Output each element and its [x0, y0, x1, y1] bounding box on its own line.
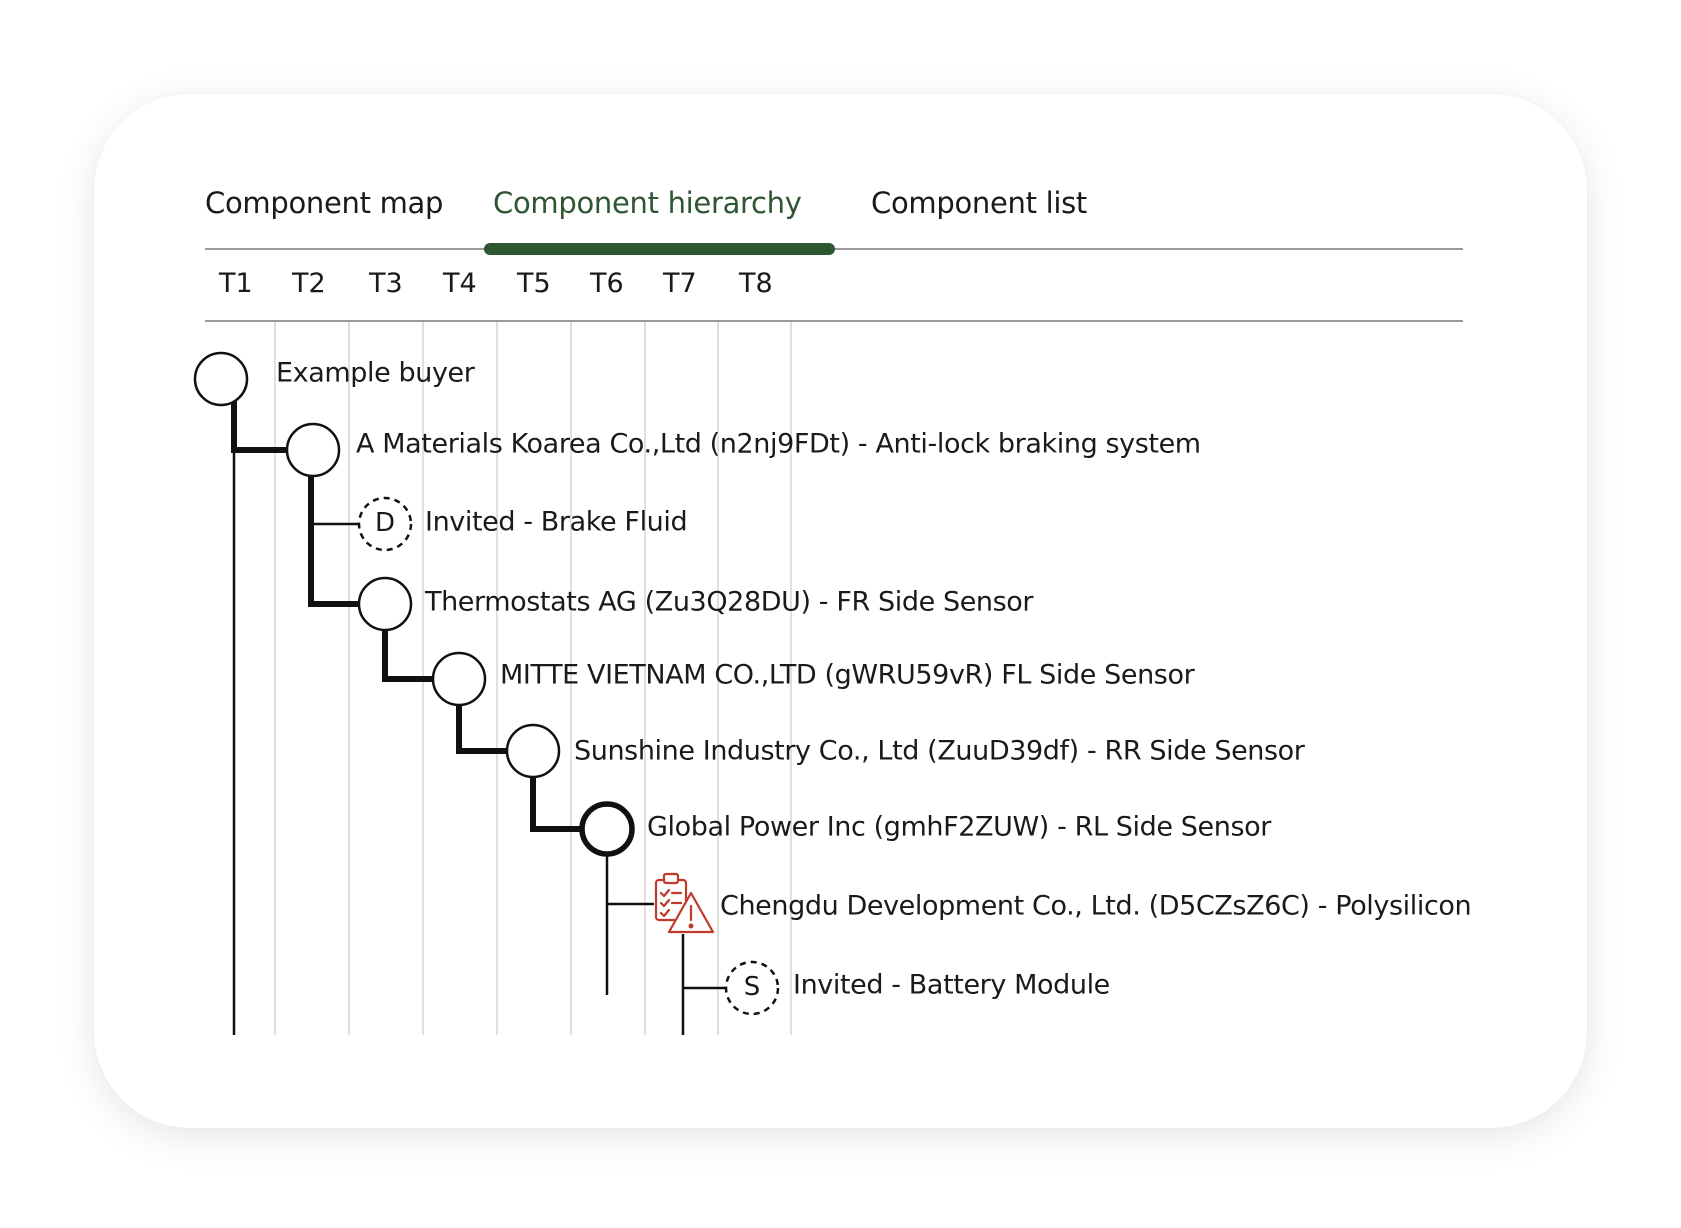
tree-node-circle[interactable]	[193, 351, 249, 407]
thin-connectors	[232, 400, 725, 1035]
tier-label-t7: T7	[663, 268, 697, 299]
tier-label-t8: T8	[739, 268, 773, 299]
invited-node-circle[interactable]	[357, 496, 413, 552]
invited-node-circle[interactable]	[724, 960, 780, 1016]
view-tabs: Component map Component hierarchy Compon…	[205, 176, 1463, 251]
active-tab-indicator	[484, 243, 835, 255]
tree-node-label[interactable]: Chengdu Development Co., Ltd. (D5CZsZ6C)…	[720, 890, 1472, 922]
invited-badge: D	[374, 508, 396, 538]
tab-component-list[interactable]: Component list	[871, 186, 1087, 220]
tier-label-t3: T3	[369, 268, 403, 299]
tab-component-hierarchy[interactable]: Component hierarchy	[493, 186, 802, 220]
hierarchy-card	[94, 94, 1587, 1128]
tier-header-divider	[205, 320, 1463, 322]
tier-label-t4: T4	[443, 268, 477, 299]
tree-node-label[interactable]: Example buyer	[276, 357, 475, 389]
tree-node-label[interactable]: Invited - Brake Fluid	[425, 506, 688, 538]
tier-label-t5: T5	[517, 268, 551, 299]
tier-header: T1 T2 T3 T4 T5 T6 T7 T8	[205, 262, 805, 312]
tree-node-circle[interactable]	[431, 651, 487, 707]
tree-node-circle[interactable]	[285, 422, 341, 478]
tree-node-circle[interactable]	[357, 576, 413, 632]
selected-path	[231, 400, 582, 832]
tree-node-label[interactable]: Thermostats AG (Zu3Q28DU) - FR Side Sens…	[425, 586, 1034, 618]
tier-label-t1: T1	[219, 268, 253, 299]
invited-badge: S	[743, 972, 761, 1002]
tab-component-map[interactable]: Component map	[205, 186, 444, 220]
tree-node-label[interactable]: A Materials Koarea Co.,Ltd (n2nj9FDt) - …	[356, 428, 1201, 460]
tree-node-label[interactable]: Invited - Battery Module	[793, 969, 1110, 1001]
tree-node-circle[interactable]	[505, 723, 561, 779]
tier-label-t6: T6	[590, 268, 624, 299]
tree-node-label[interactable]: Global Power Inc (gmhF2ZUW) - RL Side Se…	[647, 811, 1271, 843]
selected-node-circle[interactable]	[579, 801, 635, 857]
tree-node-label[interactable]: MITTE VIETNAM CO.,LTD (gWRU59vR) FL Side…	[500, 659, 1195, 691]
tree-node-label[interactable]: Sunshine Industry Co., Ltd (ZuuD39df) - …	[574, 735, 1305, 767]
clipboard-warning-icon[interactable]	[654, 872, 715, 934]
tier-label-t2: T2	[292, 268, 326, 299]
